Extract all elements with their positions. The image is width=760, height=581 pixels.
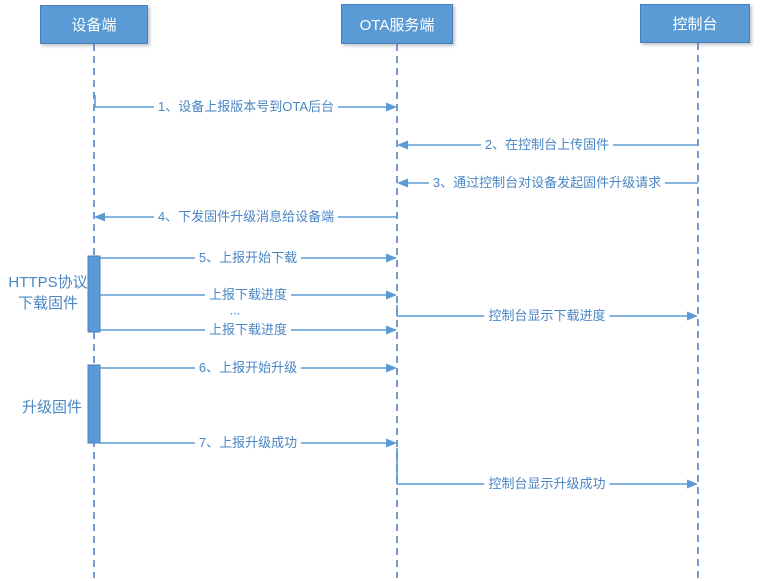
msg-2-upload-firmware-label: 2、在控制台上传固件: [480, 137, 614, 153]
msg-5-report-download-start-label: 5、上报开始下载: [194, 250, 302, 266]
arrowhead-right-icon: [687, 311, 698, 321]
arrowhead-right-icon: [386, 253, 397, 263]
arrowhead-left-icon: [397, 140, 408, 150]
arrowhead-right-icon: [687, 479, 698, 489]
arrowhead-left-icon: [397, 178, 408, 188]
arrowhead-right-icon: [386, 102, 397, 112]
actor-console: 控制台: [640, 4, 750, 43]
msg-4-push-upgrade-message-label: 4、下发固件升级消息给设备端: [153, 209, 339, 225]
phase-https-line1: HTTPS协议: [8, 274, 88, 291]
msg-9-report-upgrade-start-label: 6、上报开始升级: [194, 360, 302, 376]
progress-ellipsis: ...: [226, 302, 244, 318]
msg-10-report-upgrade-success-label: 7、上报升级成功: [194, 435, 302, 451]
phase-https-line2: 下载固件: [17, 295, 78, 312]
msg-3-upgrade-request-label: 3、通过控制台对设备发起固件升级请求: [428, 175, 666, 191]
msg-11-console-show-success-label: 控制台显示升级成功: [484, 476, 610, 492]
phase-upgrade-firmware-label: 升级固件: [20, 397, 84, 418]
activation-bar-upgrade: [87, 364, 101, 444]
actor-ota-server: OTA服务端: [341, 4, 453, 44]
actor-device: 设备端: [40, 5, 148, 44]
arrowhead-right-icon: [386, 438, 397, 448]
arrowhead-right-icon: [386, 290, 397, 300]
msg-6-report-download-progress-label: 上报下载进度: [204, 287, 292, 303]
activation-bar-download: [87, 255, 101, 333]
actor-ota-server-label: OTA服务端: [359, 16, 435, 34]
msg-7-console-show-progress-label: 控制台显示下载进度: [484, 308, 610, 324]
phase-https-download-label: HTTPS协议 下载固件: [8, 272, 88, 314]
arrowhead-right-icon: [386, 325, 397, 335]
arrowhead-right-icon: [386, 363, 397, 373]
msg-8-report-download-progress-label: 上报下载进度: [204, 322, 292, 338]
actor-console-label: 控制台: [672, 16, 718, 33]
msg-1-report-version-label: 1、设备上报版本号到OTA后台: [154, 99, 338, 115]
arrowhead-left-icon: [94, 212, 105, 222]
phase-upgrade-line1: 升级固件: [21, 399, 82, 416]
actor-device-label: 设备端: [71, 17, 117, 34]
